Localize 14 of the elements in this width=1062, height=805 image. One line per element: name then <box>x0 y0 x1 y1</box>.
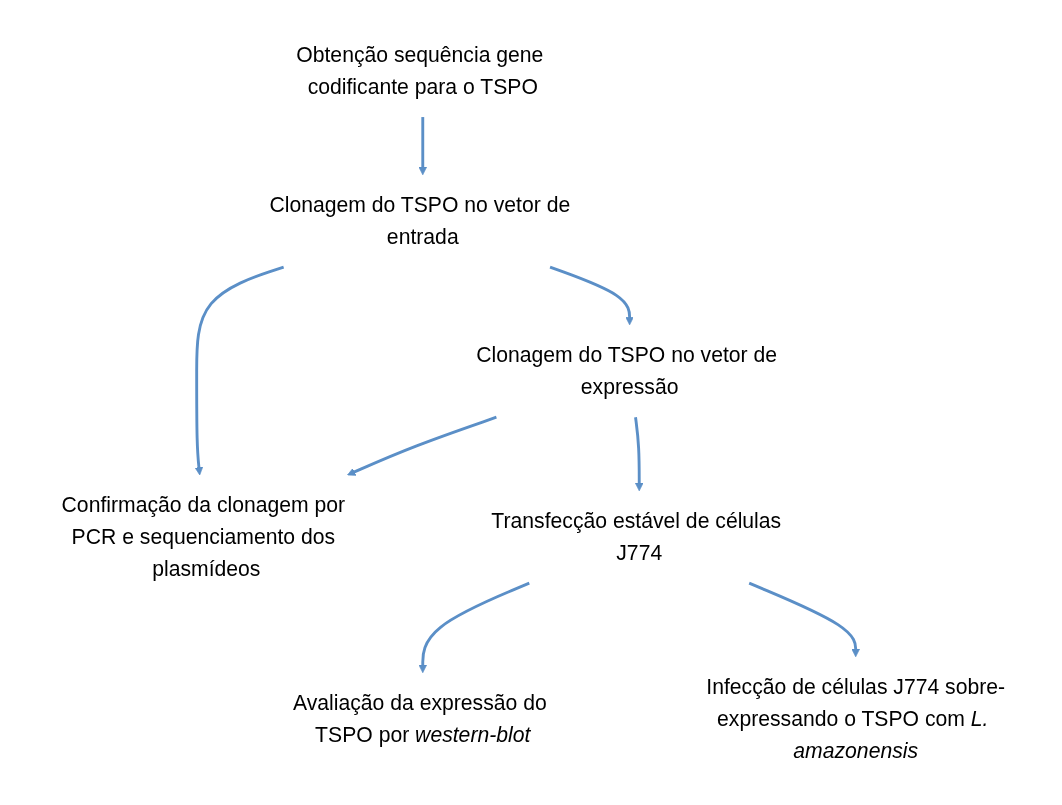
node-text: Confirmação da clonagem por PCR e sequenciamento dos plasmídeos <box>61 492 346 581</box>
arrow <box>347 415 497 476</box>
node-text: Transfecção estável de células J774 <box>491 508 782 565</box>
arrow <box>194 265 285 476</box>
node-text: Clonagem do TSPO no vetor de expressão <box>476 342 778 399</box>
node-text: Clonagem do TSPO no vetor de entrada <box>269 192 571 249</box>
arrow <box>748 581 860 657</box>
node-text: Infecção de células J774 sobre-expressando o TSPO com L. amazonensis <box>706 674 1006 763</box>
arrow <box>418 116 427 175</box>
arrow <box>549 265 634 325</box>
arrow <box>418 581 530 673</box>
arrow <box>634 416 644 491</box>
node-text: Obtenção sequência gene codificante para o TSPO <box>296 42 544 99</box>
node-text: Avaliação da expressão do TSPO por western-blot <box>292 690 547 747</box>
